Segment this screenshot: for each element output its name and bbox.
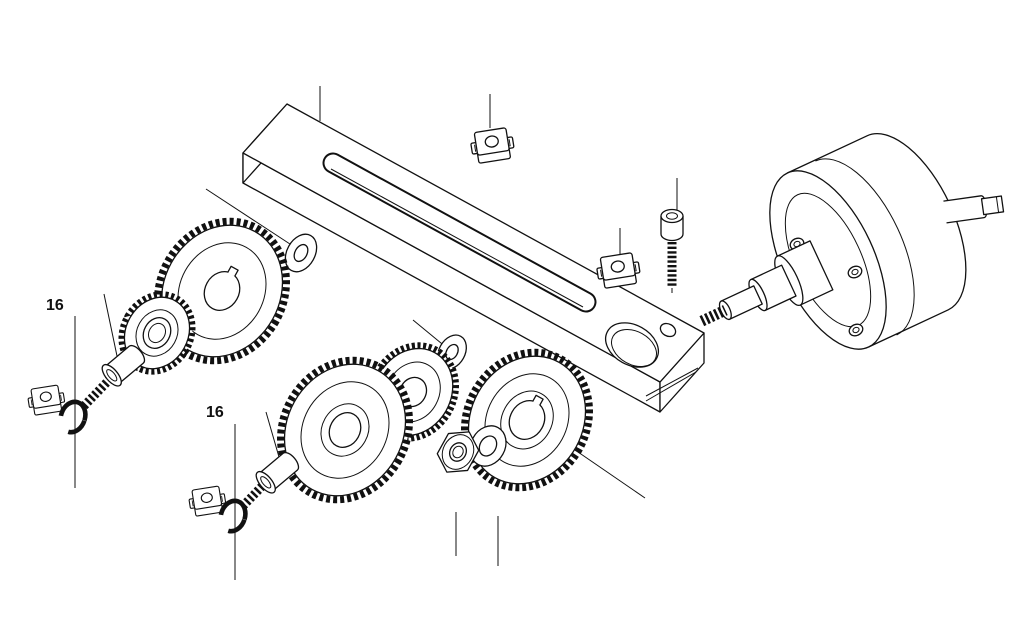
stud-assembly-a xyxy=(26,340,150,435)
clamp-slit xyxy=(645,367,699,402)
flange-washer xyxy=(469,425,507,467)
cage-nut-1 xyxy=(468,126,517,165)
screw-head-top xyxy=(660,208,684,224)
socket-head-screw xyxy=(660,208,684,293)
gear-face-ring xyxy=(135,309,179,357)
gear-face-ring xyxy=(177,242,267,340)
gear-keyway xyxy=(532,394,544,406)
motor-face-screw xyxy=(848,323,864,337)
nut-thread-circle xyxy=(452,445,464,459)
motor-input-shaft xyxy=(699,240,834,327)
gear-large-middle xyxy=(277,356,413,504)
shaft-threaded-tip xyxy=(699,305,728,327)
screw-hex-socket xyxy=(666,212,678,220)
motor-body-seam xyxy=(815,158,915,336)
gear-hub-ring xyxy=(500,390,554,450)
stud-assembly-b xyxy=(187,447,304,534)
gear-hub-ring xyxy=(320,403,370,457)
washer-hole xyxy=(293,243,309,263)
motor-face-screw xyxy=(847,265,863,279)
callout-label-16-a: 16 xyxy=(46,297,64,314)
spacer-washer-1 xyxy=(284,233,318,273)
callout-label-16-b: 16 xyxy=(206,404,224,421)
leader-line xyxy=(205,188,294,247)
nut-chamfer-circle xyxy=(441,434,475,470)
leader-line xyxy=(577,451,646,499)
clamp-bore-depth xyxy=(611,328,657,368)
bar-slot-depth-line xyxy=(330,168,584,308)
leader-lines xyxy=(74,86,678,580)
gear-keyway xyxy=(227,265,239,277)
motor-output-shaft xyxy=(943,195,1005,224)
leader-line xyxy=(103,293,118,357)
gear-face-ring xyxy=(300,381,390,479)
hex-nut xyxy=(436,431,480,473)
gear-bore xyxy=(328,412,362,448)
motor-gearbox xyxy=(699,133,1005,350)
threaded-stud-a xyxy=(80,375,114,410)
output-shaft-bevel xyxy=(995,196,1000,213)
slotted-bracket-bar xyxy=(242,103,705,413)
output-shaft-square-tip xyxy=(980,195,1005,216)
clamp-bore-hole xyxy=(605,322,659,368)
washer-hole xyxy=(478,435,498,457)
gear-face-ring xyxy=(484,373,570,467)
gear-bore-inner xyxy=(147,322,167,344)
bar-slot-inner xyxy=(324,154,595,311)
leader-line xyxy=(265,411,280,458)
pinch-bolt-hole xyxy=(659,322,677,338)
